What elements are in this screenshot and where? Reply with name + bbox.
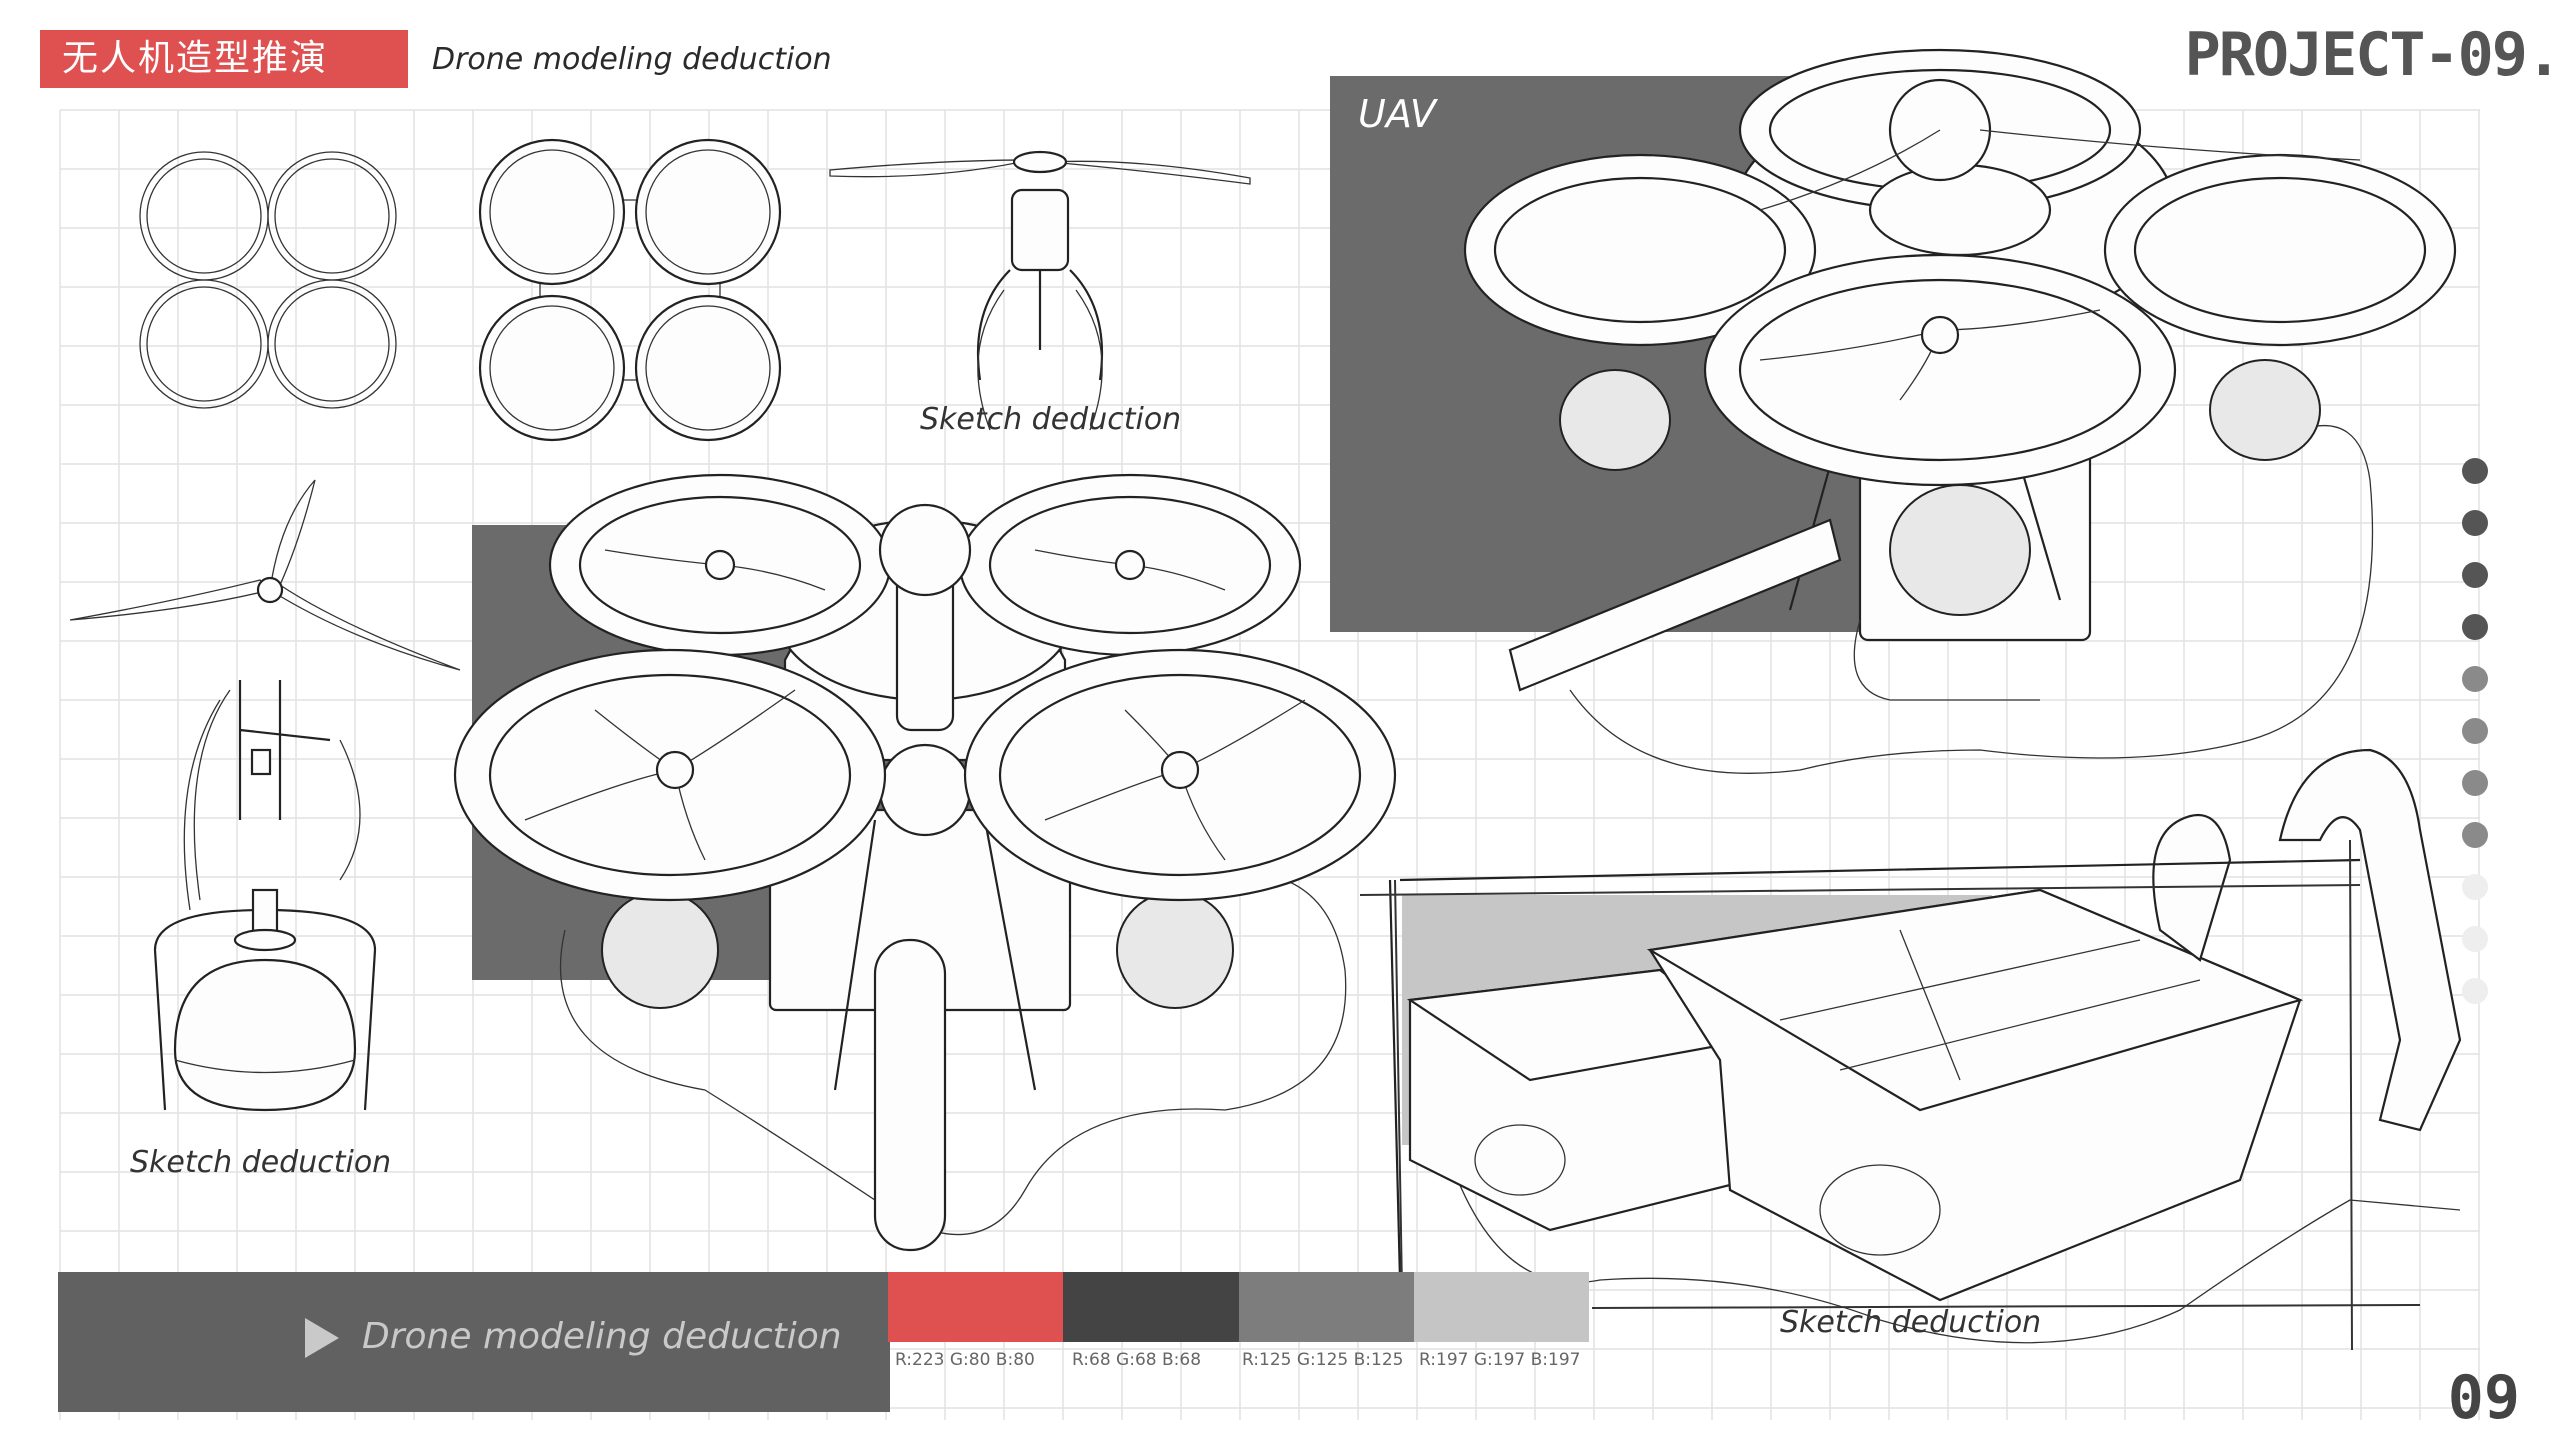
nav-dot [2462,926,2488,952]
play-arrow-icon [305,1318,339,1358]
swatch-dark-grey [1063,1272,1239,1342]
prop-claw-sketch [829,150,1251,431]
sketch-label-top: Sketch deduction [920,402,1182,437]
nav-dot [2462,718,2488,744]
claw-sketch [183,680,361,911]
swatch-label-mid-grey: R:125 G:125 B:125 [1242,1350,1404,1370]
uav-label: UAV [1358,92,1436,136]
nav-dot [2462,978,2488,1004]
box-render [1388,748,2462,1344]
page-number: 09 [2447,1363,2520,1433]
page-nav-dots [2462,458,2490,1030]
swatch-light-grey [1414,1272,1589,1342]
swatch-label-light-grey: R:197 G:197 B:197 [1419,1350,1581,1370]
nav-dot [2462,614,2488,640]
swatch-red [888,1272,1063,1342]
footer-title: Drone modeling deduction [362,1316,842,1357]
swatch-label-dark-grey: R:68 G:68 B:68 [1072,1350,1202,1370]
propeller-sketch [69,479,461,671]
page-subtitle: Drone modeling deduction [432,42,832,77]
nav-dot [2462,666,2488,692]
project-number: PROJECT-09. [2184,20,2560,90]
swatch-label-red: R:223 G:80 B:80 [895,1350,1035,1370]
nav-dot [2462,562,2488,588]
sketch-label-bottom: Sketch deduction [1780,1305,2042,1340]
nav-dot [2462,822,2488,848]
footer-banner [58,1272,890,1412]
nav-dot [2462,770,2488,796]
frame-sketch-plate [478,138,782,442]
nav-dot [2462,510,2488,536]
nav-dot [2462,458,2488,484]
uav-drone-render [1463,48,2457,774]
main-drone-render [453,473,1397,1252]
frame-sketch-thin [139,151,397,409]
page-title-tag: 无人机造型推演 [40,30,408,88]
sketch-label-left: Sketch deduction [130,1145,392,1180]
nav-dot [2462,874,2488,900]
pod-sketch [153,888,377,1112]
swatch-mid-grey [1239,1272,1414,1342]
